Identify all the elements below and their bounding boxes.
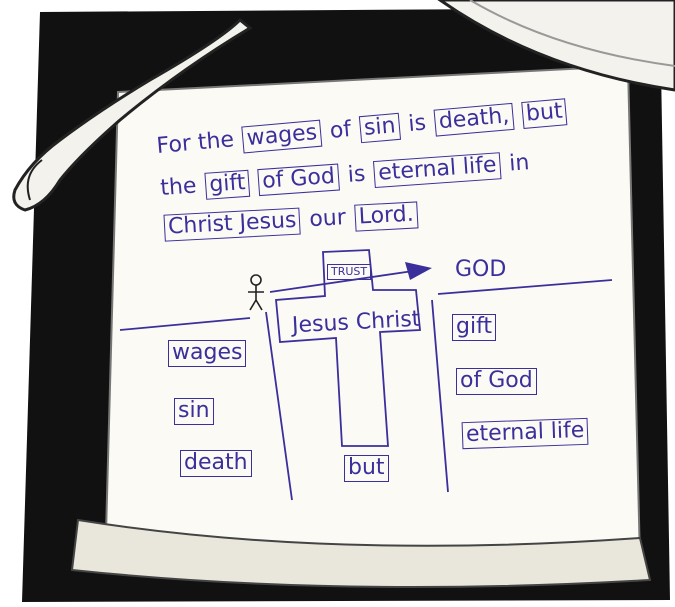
verse-boxed-word: Lord. xyxy=(354,201,419,232)
arrow-head-icon xyxy=(405,262,432,280)
right-word-eternal-life: eternal life xyxy=(461,417,589,450)
verse-boxed-word: gift xyxy=(204,169,251,200)
left-cliff-top xyxy=(119,317,251,331)
stick-figure-icon xyxy=(248,274,264,311)
trust-arrow-shaft xyxy=(269,269,421,293)
trust-label: TRUST xyxy=(327,264,372,280)
verse-boxed-word: sin xyxy=(358,112,401,144)
verse-text: the xyxy=(159,173,198,201)
verse-boxed-word: but xyxy=(521,98,568,129)
verse-text: is xyxy=(407,110,428,137)
book-edge xyxy=(70,518,652,589)
left-cliff-wall xyxy=(265,311,293,501)
right-word-gift: gift xyxy=(452,314,497,341)
verse-text: in xyxy=(508,150,531,177)
verse-text: of xyxy=(328,117,353,144)
cross-outline xyxy=(275,249,421,447)
left-word-sin: sin xyxy=(174,398,214,425)
left-word-death: death xyxy=(180,450,252,477)
plate xyxy=(437,0,675,92)
right-word-of-god: of God xyxy=(456,368,537,395)
verse-text: For the xyxy=(155,127,235,159)
verse-boxed-word: of God xyxy=(257,163,340,197)
god-label: GOD xyxy=(455,257,507,282)
left-word-wages: wages xyxy=(168,340,247,367)
fork-icon xyxy=(12,17,253,212)
but-label: but xyxy=(344,455,389,482)
right-cliff-top xyxy=(437,279,613,295)
verse-text: our xyxy=(308,205,347,233)
verse-text: is xyxy=(346,161,367,188)
right-cliff-wall xyxy=(431,299,449,493)
